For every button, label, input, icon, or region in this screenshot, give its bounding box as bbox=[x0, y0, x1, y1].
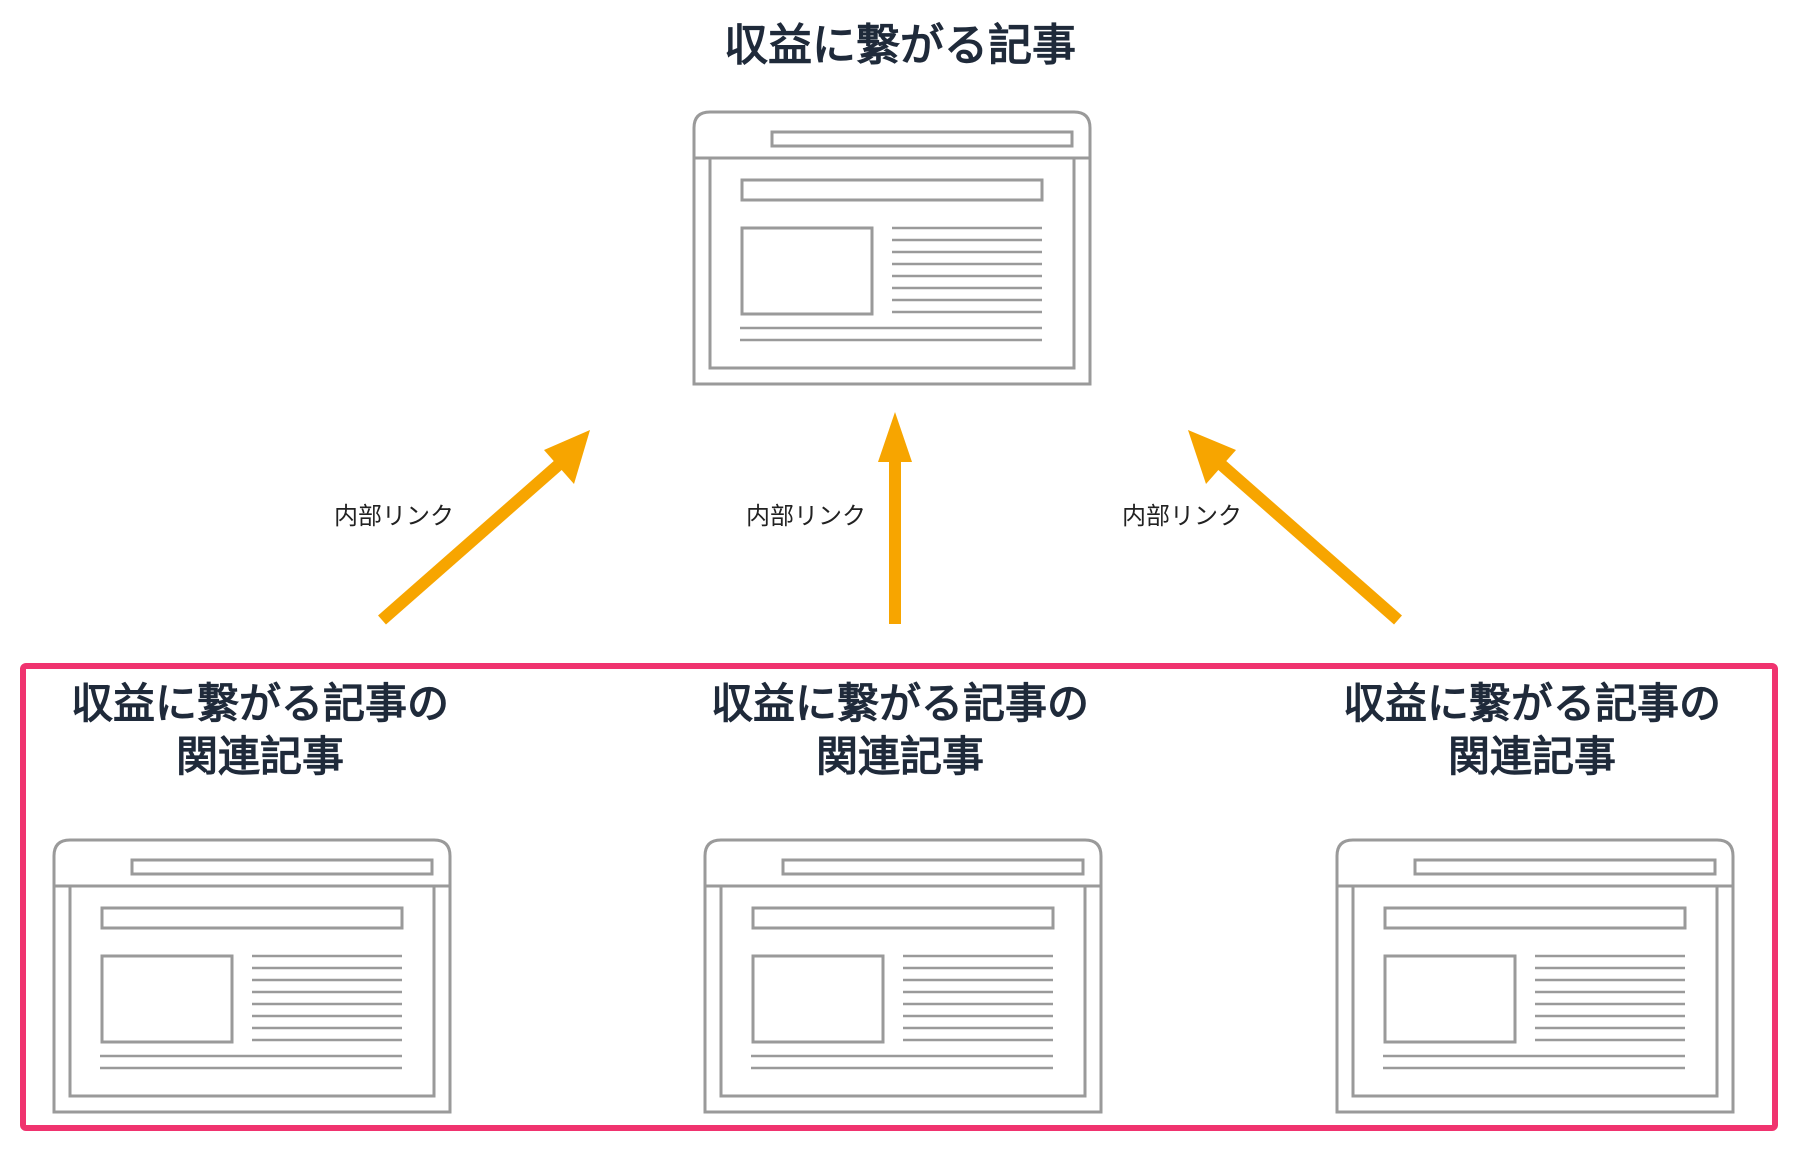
arrow-icon-center bbox=[878, 412, 912, 624]
related-article-title-2: 収益に繋がる記事の 関連記事 bbox=[670, 678, 1130, 783]
related-article-title-2-line1: 収益に繋がる記事の bbox=[710, 679, 1089, 728]
hub-article-webpage-icon bbox=[692, 110, 1092, 386]
arrow-icon-right bbox=[1188, 430, 1402, 625]
related-article-title-3-line1: 収益に繋がる記事の bbox=[1342, 679, 1721, 728]
internal-link-label-right: 内部リンク bbox=[1122, 502, 1242, 530]
related-article-webpage-icon-2 bbox=[703, 838, 1103, 1114]
internal-link-label-left: 内部リンク bbox=[334, 502, 454, 530]
related-article-title-1-line2: 関連記事 bbox=[175, 731, 344, 781]
related-article-title-2-line2: 関連記事 bbox=[815, 731, 984, 781]
arrow-icon-left bbox=[378, 430, 590, 625]
hub-article-title: 収益に繋がる記事 bbox=[724, 20, 1076, 71]
related-articles-frame bbox=[20, 663, 1778, 1131]
related-article-title-1: 収益に繋がる記事の 関連記事 bbox=[30, 678, 490, 783]
related-article-webpage-icon-1 bbox=[52, 838, 452, 1114]
internal-link-label-center: 内部リンク bbox=[746, 502, 866, 530]
related-article-webpage-icon-3 bbox=[1335, 838, 1735, 1114]
related-article-title-1-line1: 収益に繋がる記事の bbox=[70, 679, 449, 728]
related-article-title-3-line2: 関連記事 bbox=[1447, 731, 1616, 781]
related-article-title-3: 収益に繋がる記事の 関連記事 bbox=[1302, 678, 1762, 783]
